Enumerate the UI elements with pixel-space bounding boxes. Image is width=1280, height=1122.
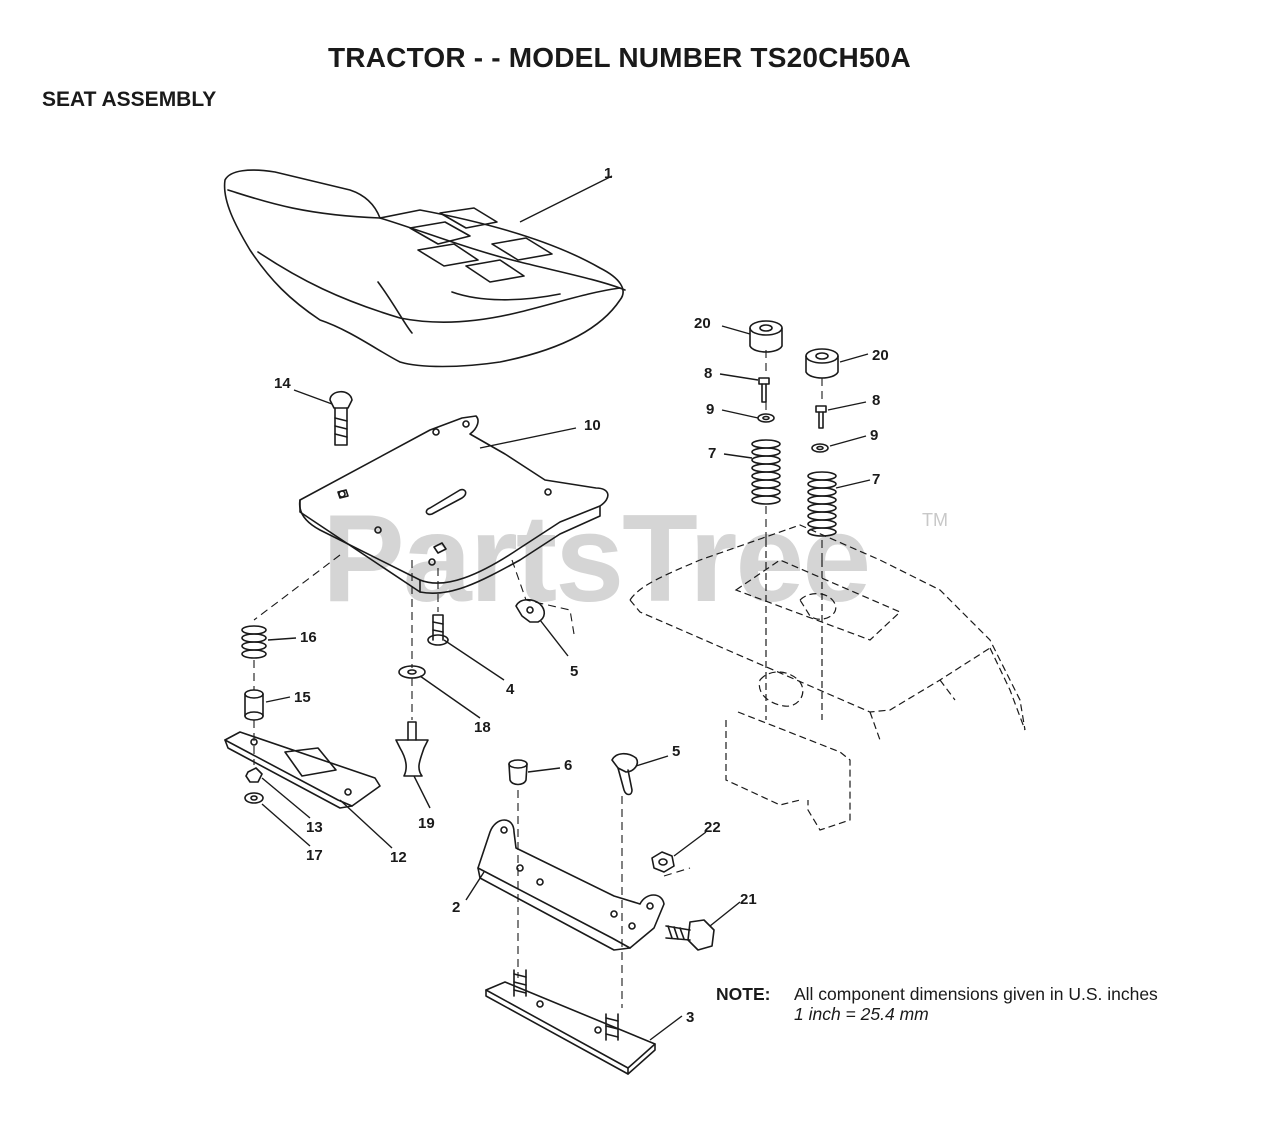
callout-9b: 9 [870, 427, 878, 444]
part-screw-right[interactable] [815, 405, 827, 429]
callout-2: 2 [452, 899, 460, 916]
part-seat[interactable] [223, 169, 626, 368]
callout-22: 22 [704, 819, 721, 836]
part-grommet[interactable] [508, 759, 528, 786]
callout-9a: 9 [706, 401, 714, 418]
callout-5b: 5 [672, 743, 680, 760]
section-title: SEAT ASSEMBLY [42, 88, 217, 111]
callout-19: 19 [418, 815, 435, 832]
part-bumper-left[interactable] [749, 320, 783, 353]
part-base-plate[interactable] [485, 969, 656, 1075]
part-spring-right[interactable] [807, 471, 837, 537]
callout-18: 18 [474, 719, 491, 736]
watermark: PartsTree [322, 490, 871, 628]
note-body: All component dimensions given in U.S. i… [794, 984, 1158, 1024]
callout-7a: 7 [708, 445, 716, 462]
callout-7b: 7 [872, 471, 880, 488]
tractor-frame-phantom [629, 524, 1026, 831]
note-label: NOTE: [716, 984, 771, 1004]
callout-16: 16 [300, 629, 317, 646]
callout-14: 14 [274, 375, 291, 392]
callout-20a: 20 [694, 315, 711, 332]
part-carriage-bolt[interactable] [329, 390, 353, 446]
callout-17: 17 [306, 847, 323, 864]
callout-8a: 8 [704, 365, 712, 382]
part-clip-upper[interactable] [515, 598, 546, 623]
callout-1: 1 [604, 165, 612, 182]
callout-13: 13 [306, 819, 323, 836]
callout-labels: 1 2 3 4 5 5 6 7 7 8 8 9 9 10 12 13 14 16… [274, 165, 889, 1026]
watermark-trademark: TM [922, 510, 948, 530]
part-spring-small[interactable] [241, 625, 267, 659]
part-bumper-right[interactable] [805, 348, 839, 379]
part-nut-washer[interactable] [244, 767, 264, 804]
assembly-guide-lines [253, 350, 823, 1008]
part-spring-left[interactable] [751, 439, 781, 505]
part-shoulder-bolt[interactable] [427, 614, 449, 646]
note-line-1: All component dimensions given in U.S. i… [794, 984, 1158, 1004]
callout-4: 4 [506, 681, 515, 698]
callout-5a: 5 [570, 663, 578, 680]
part-adjust-knob[interactable] [395, 721, 429, 777]
part-mounting-bracket[interactable] [477, 819, 665, 951]
callout-6: 6 [564, 757, 572, 774]
part-spacer[interactable] [244, 689, 264, 721]
callout-21: 21 [740, 891, 757, 908]
callout-15: 15 [294, 689, 311, 706]
part-lock-washer-right[interactable] [811, 443, 829, 453]
part-hex-bolt[interactable] [665, 919, 715, 951]
callout-8b: 8 [872, 392, 880, 409]
callout-leaders [261, 175, 871, 1041]
note-line-2: 1 inch = 25.4 mm [794, 1004, 929, 1024]
part-hex-nut[interactable] [651, 851, 675, 873]
dimension-note: NOTE: All component dimensions given in U… [716, 984, 1158, 1024]
part-screw-left[interactable] [758, 377, 770, 403]
callout-20b: 20 [872, 347, 889, 364]
part-clip-lower[interactable] [611, 752, 639, 796]
part-lock-washer-left[interactable] [757, 413, 775, 423]
callout-12: 12 [390, 849, 407, 866]
part-seat-pan[interactable] [298, 415, 609, 594]
callout-3: 3 [686, 1009, 694, 1026]
page-title: TRACTOR - - MODEL NUMBER TS20CH50A [328, 42, 911, 73]
callout-10: 10 [584, 417, 601, 434]
part-slide-bracket[interactable] [224, 731, 381, 809]
